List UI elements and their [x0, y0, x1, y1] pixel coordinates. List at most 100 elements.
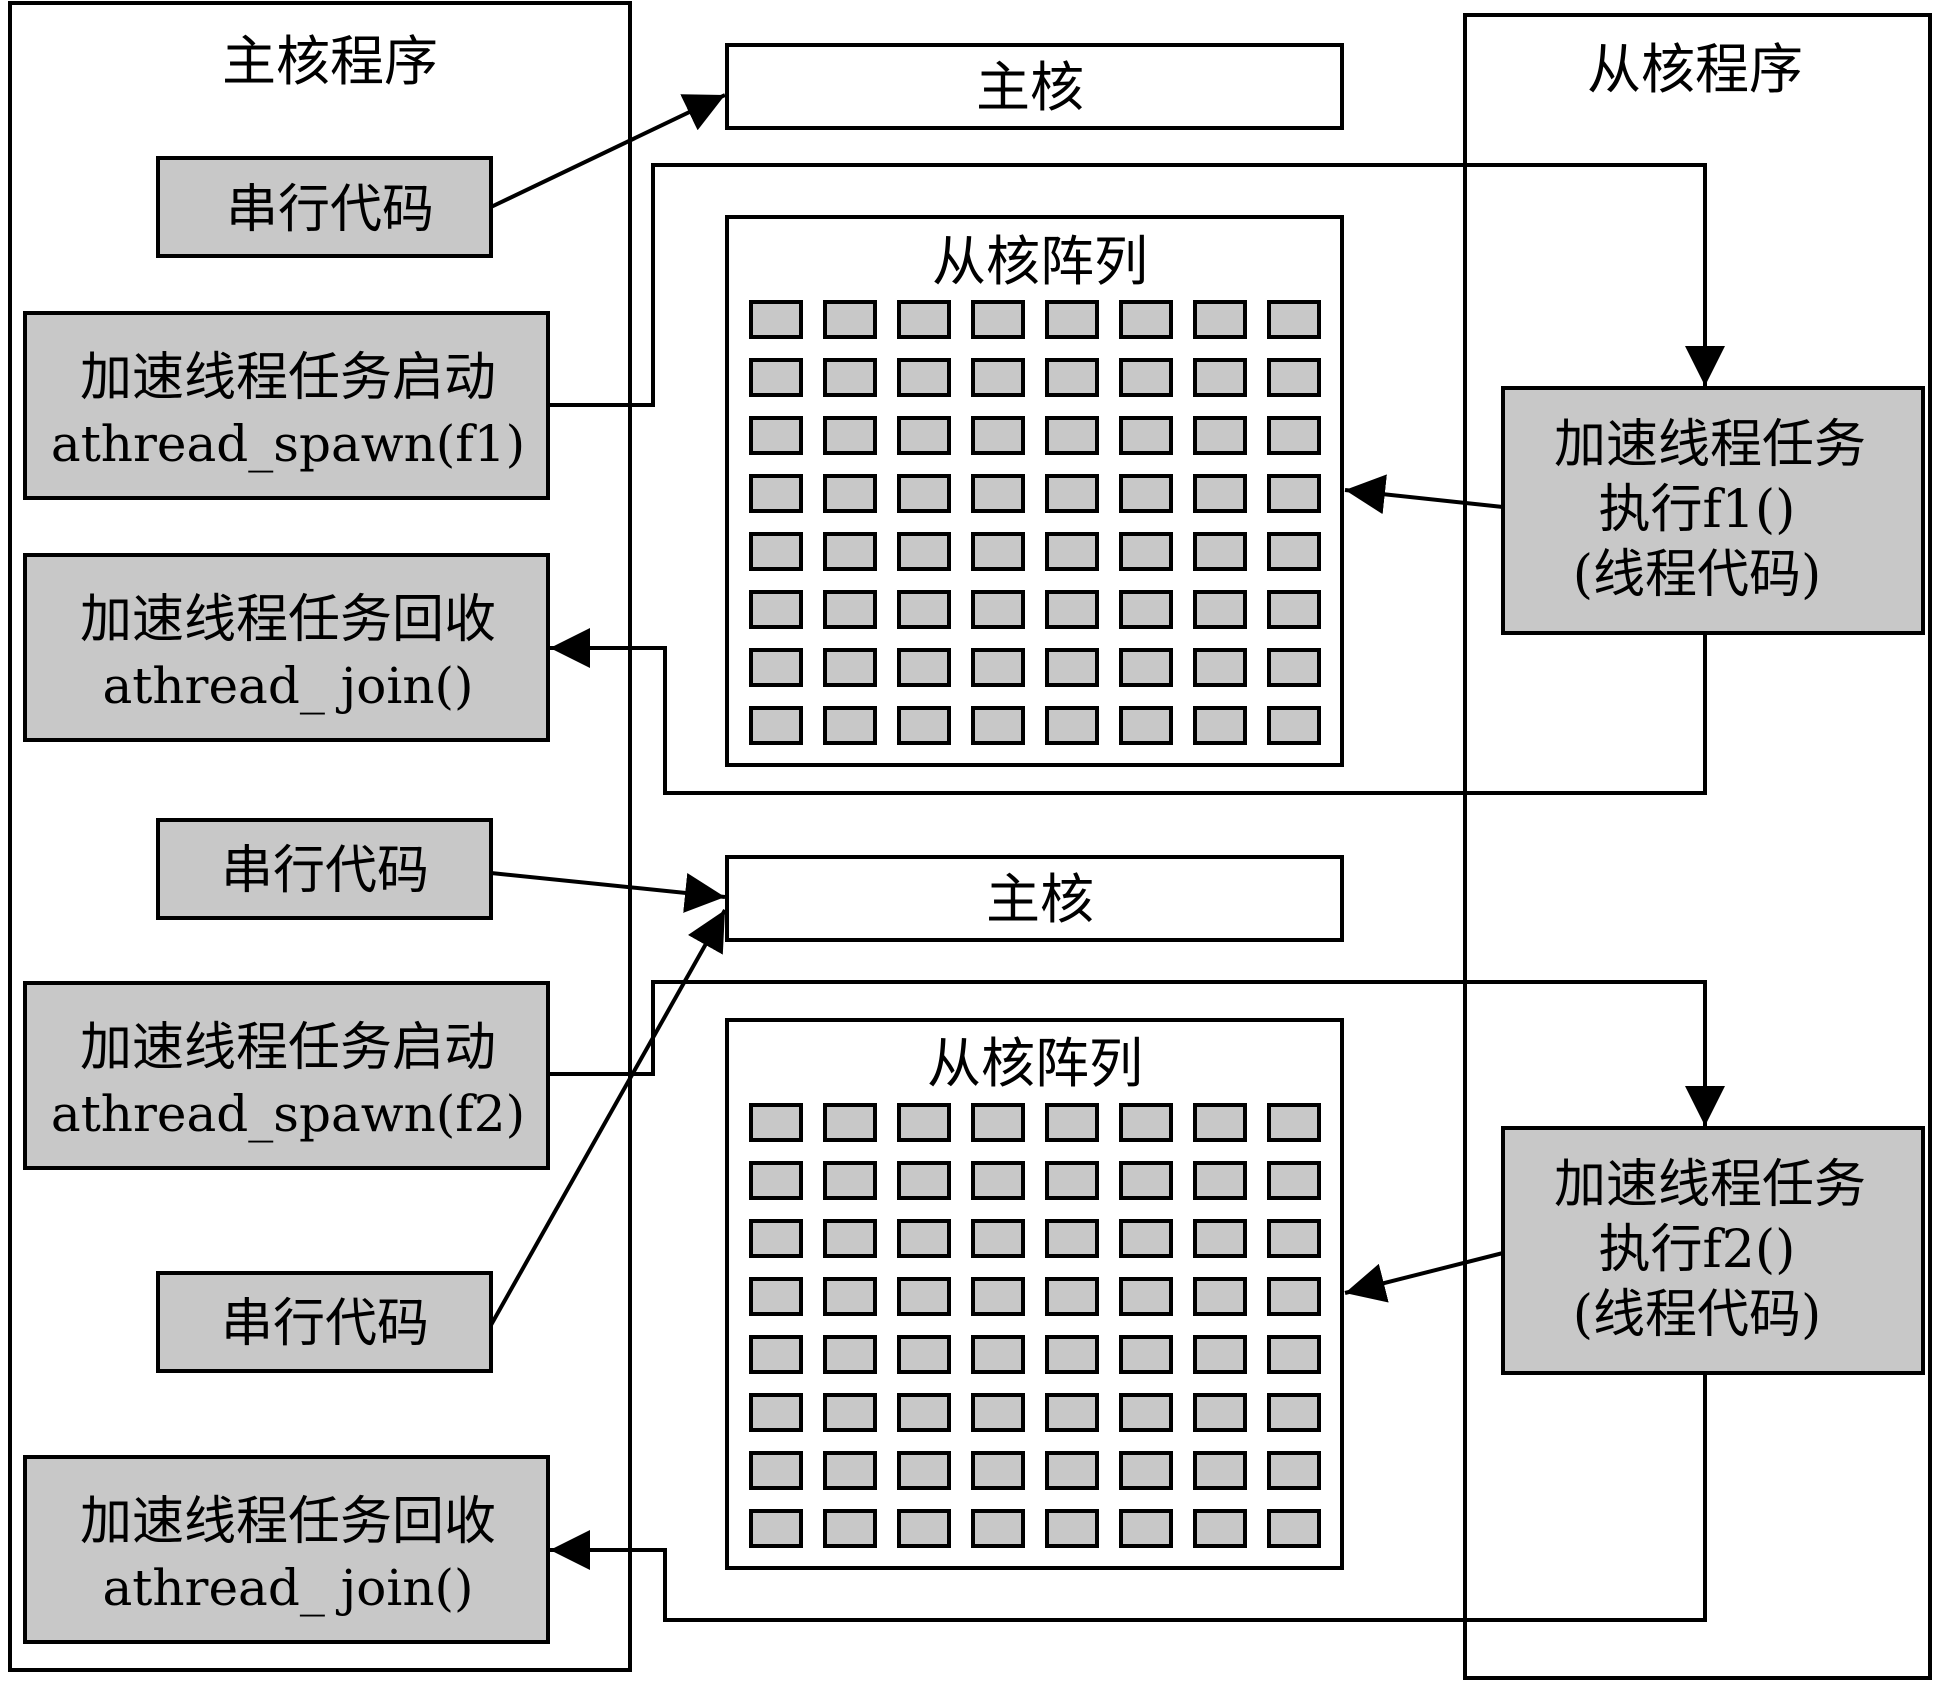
slave-core-cell	[897, 1277, 951, 1316]
slave-core-cell	[1193, 300, 1247, 339]
slave-core-cell	[1193, 1161, 1247, 1200]
slave-core-cell	[1193, 474, 1247, 513]
slave-core-cell	[1119, 1219, 1173, 1258]
arrow-serial2-to-main2	[490, 871, 726, 913]
slave-core-cell	[749, 1509, 803, 1548]
slave-core-cell	[823, 1393, 877, 1432]
slave-core-cell	[749, 1219, 803, 1258]
slave-core-cell	[971, 1103, 1025, 1142]
slave-core-cell	[1193, 1509, 1247, 1548]
arrow-exec1-to-join1	[550, 628, 1707, 795]
slave-core-cell	[971, 300, 1025, 339]
slave-core-cell	[1267, 1509, 1321, 1548]
slave-core-cell	[749, 590, 803, 629]
slave-core-cell	[749, 706, 803, 745]
spawn-1-code: athread_spawn(f1)	[51, 415, 525, 473]
arrow-exec1-to-array1	[1344, 474, 1504, 515]
slave-core-cell	[897, 474, 951, 513]
spawn-2-code: athread_spawn(f2)	[51, 1085, 525, 1143]
main-program-panel	[8, 1, 632, 1672]
slave-core-cell	[823, 1103, 877, 1142]
slave-core-cell	[1045, 1219, 1099, 1258]
slave-core-cell	[897, 300, 951, 339]
slave-core-cell	[897, 1335, 951, 1374]
slave-core-cell	[749, 358, 803, 397]
slave-core-cell	[1267, 648, 1321, 687]
slave-core-cell	[897, 1393, 951, 1432]
exec-2-line1: 加速线程任务	[1554, 1155, 1866, 1215]
slave-core-cell	[1119, 1509, 1173, 1548]
slave-core-cell	[1193, 1451, 1247, 1490]
slave-core-cell	[971, 358, 1025, 397]
slave-core-cell	[971, 1393, 1025, 1432]
slave-core-cell	[1045, 1335, 1099, 1374]
slave-core-cell	[1119, 416, 1173, 455]
spawn-box-2: 加速线程任务启动 athread_spawn(f2)	[23, 981, 550, 1170]
main-core-label-2: 主核	[986, 868, 1094, 931]
exec-2-line2: 执行f2()	[1599, 1220, 1796, 1280]
slave-core-cell	[897, 416, 951, 455]
slave-program-title: 从核程序	[1587, 38, 1803, 101]
slave-core-cell	[749, 1451, 803, 1490]
slave-core-cell	[1045, 1451, 1099, 1490]
exec-1-line1: 加速线程任务	[1554, 415, 1866, 475]
slave-core-cell	[1267, 1161, 1321, 1200]
slave-core-cell	[1267, 1393, 1321, 1432]
slave-core-cell	[823, 1509, 877, 1548]
arrow-exec2-to-array2	[1344, 1251, 1504, 1303]
slave-core-cell	[823, 1161, 877, 1200]
slave-core-cell	[823, 1451, 877, 1490]
slave-core-cell	[1045, 706, 1099, 745]
join-1-label: 加速线程任务回收	[80, 590, 496, 650]
slave-core-cell	[1119, 1393, 1173, 1432]
join-2-label: 加速线程任务回收	[80, 1492, 496, 1552]
slave-core-cell	[897, 532, 951, 571]
slave-core-cell	[897, 706, 951, 745]
slave-core-cell	[823, 358, 877, 397]
exec-1-line2: 执行f1()	[1599, 480, 1796, 540]
slave-core-cell	[1193, 358, 1247, 397]
slave-core-grid-2	[749, 1103, 1321, 1548]
slave-core-cell	[823, 416, 877, 455]
serial-code-box-2: 串行代码	[156, 818, 493, 920]
serial-code-box-1: 串行代码	[156, 156, 493, 258]
slave-core-cell	[1045, 648, 1099, 687]
slave-core-cell	[897, 1161, 951, 1200]
exec-2-line3: (线程代码)	[1573, 1285, 1822, 1345]
slave-core-cell	[1045, 416, 1099, 455]
slave-core-cell	[897, 1103, 951, 1142]
slave-core-cell	[897, 358, 951, 397]
slave-core-cell	[971, 1277, 1025, 1316]
join-box-1: 加速线程任务回收 athread_ join()	[23, 553, 550, 742]
slave-core-cell	[1193, 532, 1247, 571]
slave-core-cell	[749, 1103, 803, 1142]
slave-core-cell	[823, 1335, 877, 1374]
slave-core-cell	[1045, 532, 1099, 571]
slave-core-cell	[897, 590, 951, 629]
serial-code-box-3: 串行代码	[156, 1271, 493, 1373]
slave-core-cell	[897, 1509, 951, 1548]
slave-core-cell	[971, 1161, 1025, 1200]
slave-core-cell	[1119, 706, 1173, 745]
slave-core-cell	[1193, 648, 1247, 687]
slave-array-title-2: 从核阵列	[927, 1032, 1143, 1095]
slave-core-cell	[971, 706, 1025, 745]
main-core-box-1: 主核	[725, 43, 1344, 130]
slave-core-cell	[1045, 1509, 1099, 1548]
slave-core-cell	[1267, 1219, 1321, 1258]
slave-core-cell	[1119, 532, 1173, 571]
slave-core-grid-1	[749, 300, 1321, 745]
slave-core-cell	[971, 1509, 1025, 1548]
slave-core-cell	[1267, 474, 1321, 513]
spawn-2-label: 加速线程任务启动	[80, 1018, 496, 1078]
slave-core-cell	[1193, 1219, 1247, 1258]
slave-core-cell	[1193, 1335, 1247, 1374]
slave-core-cell	[1267, 300, 1321, 339]
slave-core-cell	[749, 1335, 803, 1374]
slave-core-cell	[1119, 1277, 1173, 1316]
slave-core-cell	[749, 648, 803, 687]
join-1-code: athread_ join()	[102, 657, 473, 715]
slave-core-cell	[1193, 1103, 1247, 1142]
slave-core-cell	[1267, 1451, 1321, 1490]
